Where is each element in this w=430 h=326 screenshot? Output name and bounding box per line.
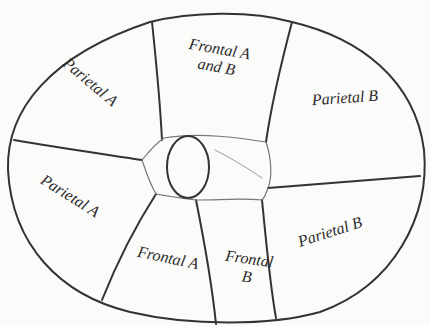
suture: [152, 22, 162, 140]
foramen: [167, 136, 209, 198]
region-label: Parietal A: [31, 167, 109, 225]
region-label: Parietal A: [42, 40, 138, 125]
bone-region: Parietal B: [289, 85, 400, 111]
bone-region: Frontal B: [218, 246, 279, 290]
outer-outline: [8, 14, 425, 323]
region-label: Parietal B: [289, 85, 400, 111]
bone-region: Frontal A: [127, 241, 209, 276]
region-label: Parietal B: [294, 212, 366, 251]
region-label: Frontal A: [127, 241, 209, 276]
suture: [14, 140, 142, 160]
central-base: [142, 135, 271, 200]
region-label: Frontal A and B: [175, 33, 260, 83]
bone-region: Frontal A and B: [175, 33, 260, 83]
suture: [266, 22, 292, 142]
bone-region: Parietal B: [294, 212, 366, 251]
shading: [215, 150, 262, 178]
bone-region: Parietal A: [42, 40, 138, 125]
bone-region: Parietal A: [31, 167, 109, 225]
region-label: Frontal B: [218, 246, 279, 290]
suture: [268, 176, 420, 188]
